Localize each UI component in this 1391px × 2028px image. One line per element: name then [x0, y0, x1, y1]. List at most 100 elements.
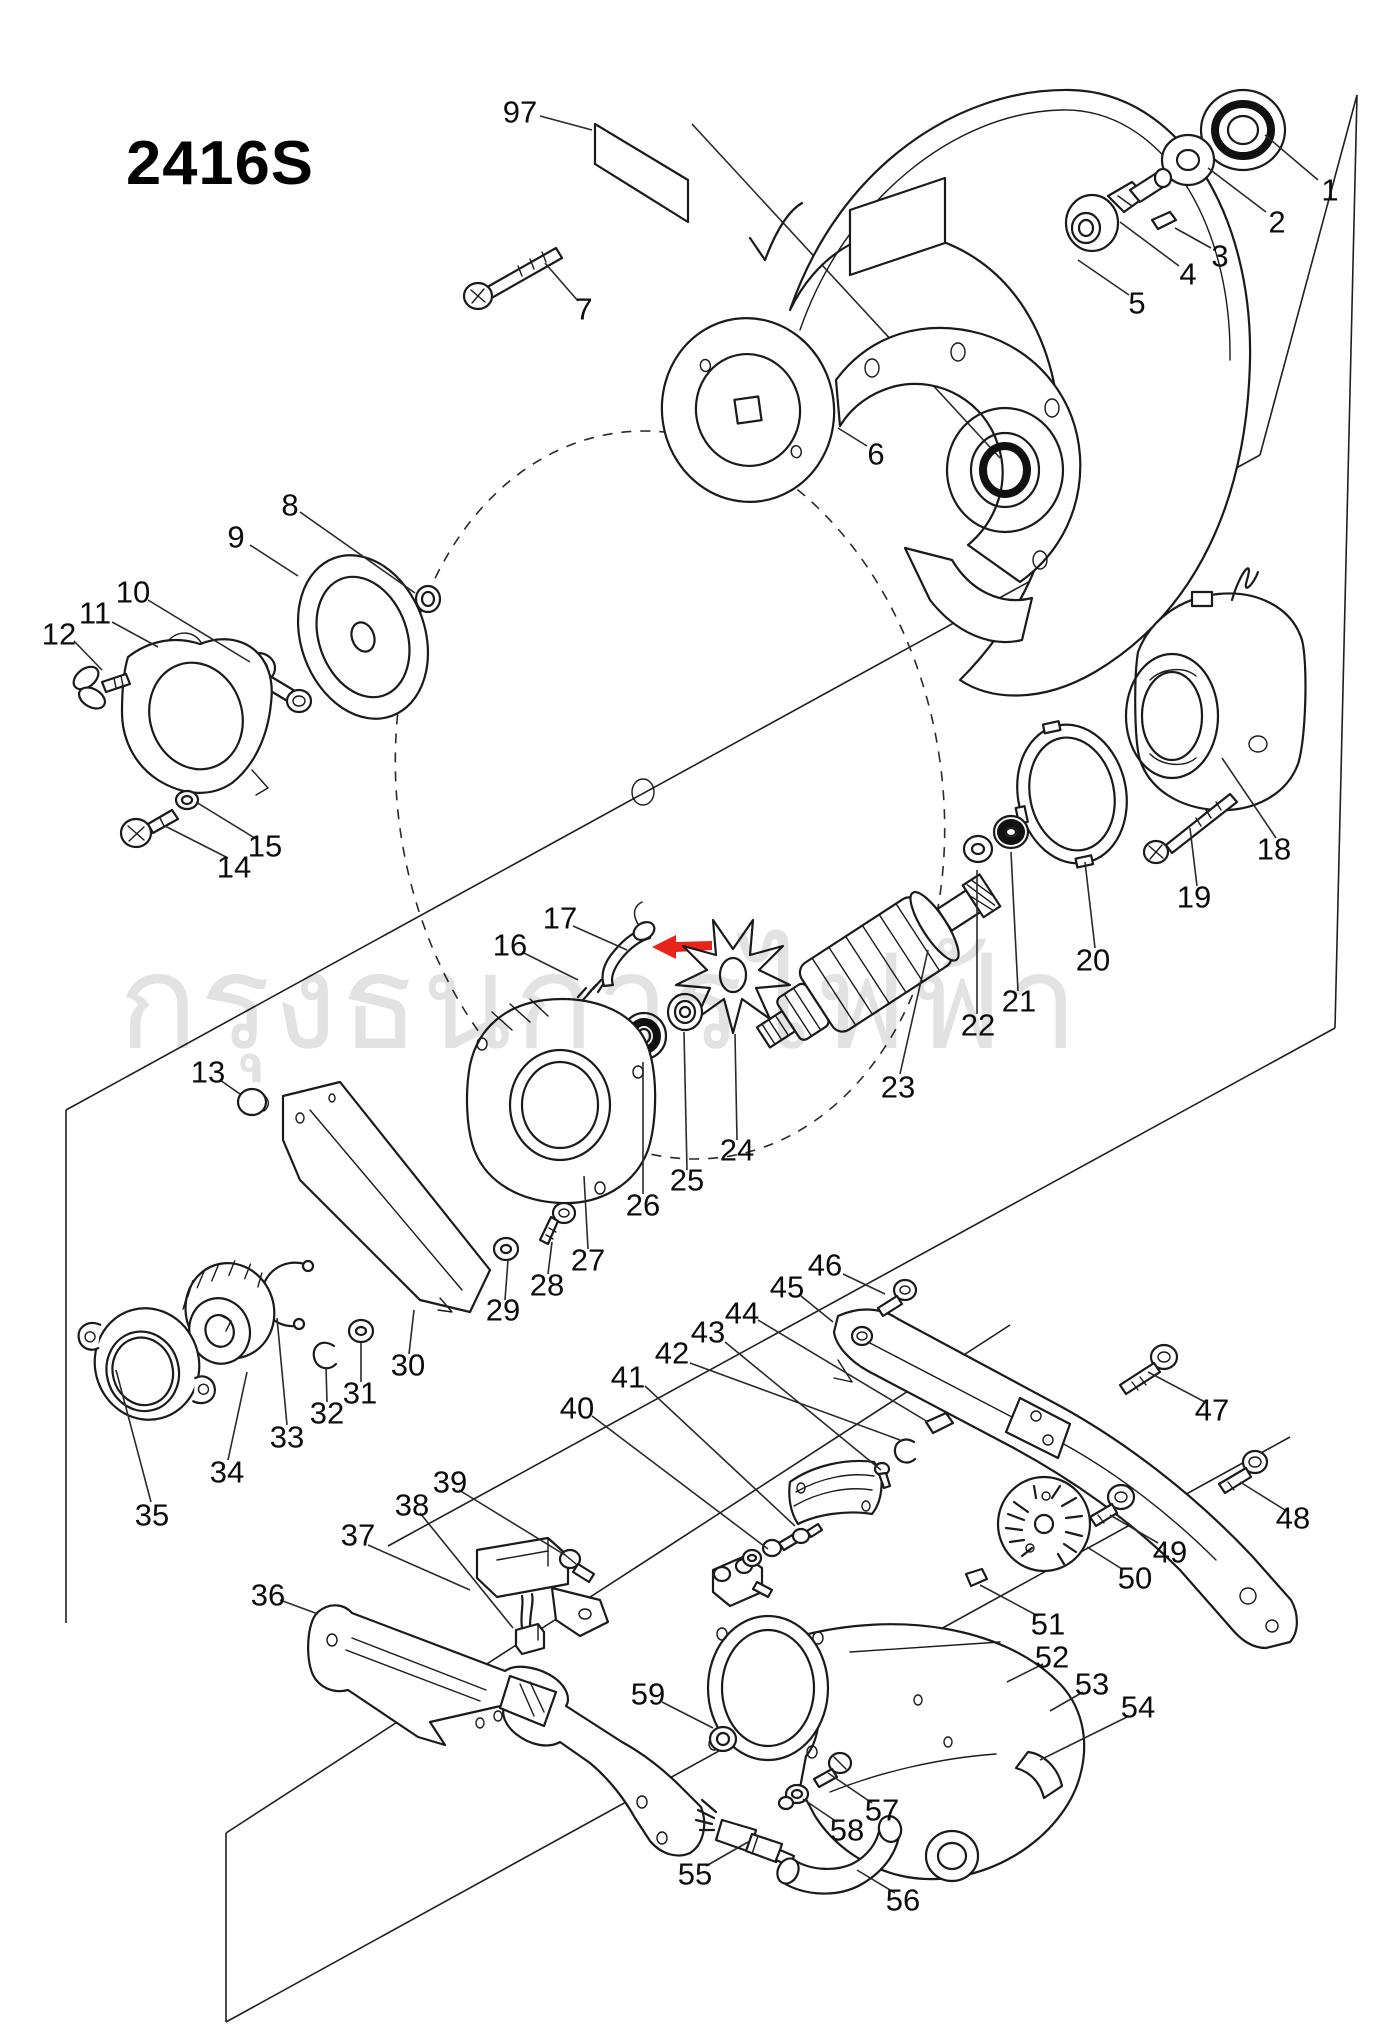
cutoff-wheel-dashed-outline [394, 430, 946, 1160]
part-39-screw [558, 1548, 596, 1584]
part-42-e-ring [893, 1438, 917, 1464]
part-label-1: 1 [1321, 173, 1338, 208]
part-21-bearing [992, 814, 1030, 850]
part-label-54: 54 [1121, 1690, 1155, 1725]
part-label-16: 16 [493, 928, 527, 963]
part-label-43: 43 [691, 1315, 725, 1350]
part-label-30: 30 [391, 1348, 425, 1383]
leader-line-5 [1077, 259, 1130, 296]
part-41-brush-holder-cap [788, 1459, 883, 1526]
model-number-title: 2416S [126, 129, 314, 198]
leader-line-25 [683, 1031, 688, 1171]
part-47-bolt [1118, 1343, 1179, 1396]
leader-line-6 [837, 427, 868, 447]
guard-sticker [848, 176, 947, 277]
leader-line-39 [458, 1489, 566, 1556]
part-27-bearing-box [465, 998, 657, 1205]
leader-line-59 [661, 1701, 714, 1729]
leader-line-54 [1039, 1715, 1130, 1761]
part-label-47: 47 [1195, 1393, 1229, 1428]
part-36-handle [307, 1604, 706, 1857]
part-label-27: 27 [571, 1243, 605, 1278]
part-label-34: 34 [210, 1455, 244, 1490]
part-49-bolt [1088, 1483, 1136, 1528]
leader-line-33 [276, 1317, 288, 1426]
part-label-17: 17 [543, 901, 577, 936]
part-20-baffle-plate [1014, 720, 1128, 869]
part-label-38: 38 [395, 1488, 429, 1523]
part-9-outer-flange [296, 554, 430, 720]
part-label-42: 42 [655, 1336, 689, 1371]
sticker-reference-line [691, 123, 1001, 459]
part-label-45: 45 [770, 1270, 804, 1305]
leader-line-48 [1239, 1481, 1286, 1511]
leader-line-38 [419, 1512, 514, 1629]
part-label-26: 26 [626, 1188, 660, 1223]
part-4-spindle [1064, 167, 1173, 253]
part-label-97: 97 [503, 95, 537, 130]
part-label-48: 48 [1276, 1501, 1310, 1536]
part-51-pin [964, 1567, 989, 1588]
leader-line-14 [164, 825, 229, 859]
part-28-bolt [538, 1201, 577, 1246]
part-6-inner-flange [660, 317, 836, 503]
part-label-52: 52 [1035, 1640, 1069, 1675]
leader-line-58 [802, 1798, 838, 1823]
part-label-10: 10 [116, 575, 150, 610]
leader-line-46 [842, 1273, 886, 1295]
part-label-8: 8 [281, 488, 298, 523]
part-label-40: 40 [560, 1391, 594, 1426]
part-label-35: 35 [135, 1498, 169, 1533]
leader-line-19 [1189, 827, 1198, 887]
part-label-51: 51 [1031, 1607, 1065, 1642]
part-label-7: 7 [575, 292, 592, 327]
part-44-pin [924, 1411, 955, 1435]
part-label-12: 12 [42, 617, 76, 652]
leader-line-18 [1221, 757, 1277, 839]
part-40-terminal-assembly [711, 1522, 824, 1608]
leader-line-13 [219, 1079, 241, 1095]
part-label-33: 33 [270, 1420, 304, 1455]
leader-line-44 [757, 1319, 929, 1423]
part-label-5: 5 [1128, 286, 1145, 321]
leader-line-2 [1207, 167, 1267, 213]
leader-line-41 [644, 1385, 796, 1527]
leader-line-20 [1084, 861, 1096, 949]
part-37-carbon-brush [514, 1592, 546, 1656]
part-3-key [1150, 210, 1178, 231]
part-label-58: 58 [830, 1813, 864, 1848]
part-23-armature [755, 873, 1002, 1049]
leader-line-4 [1119, 221, 1180, 267]
part-label-56: 56 [886, 1883, 920, 1918]
part-label-32: 32 [310, 1396, 344, 1431]
part-label-2: 2 [1268, 205, 1285, 240]
part-label-19: 19 [1177, 880, 1211, 915]
part-label-4: 4 [1179, 257, 1196, 292]
leader-line-97 [539, 115, 593, 131]
part-label-21: 21 [1002, 984, 1036, 1019]
leader-line-1 [1264, 134, 1319, 181]
part-57-screw [812, 1751, 853, 1789]
part-8-washer [414, 584, 442, 614]
leader-line-23 [899, 949, 929, 1075]
part-label-14: 14 [217, 850, 251, 885]
part-label-20: 20 [1076, 943, 1110, 978]
part-38-switch [475, 1536, 610, 1638]
part-label-22: 22 [961, 1008, 995, 1043]
part-7-bolt [462, 246, 564, 311]
part-11-safety-cover [120, 632, 273, 796]
part-48-bolt [1217, 1449, 1269, 1495]
part-34-sleeve [182, 1260, 276, 1365]
part-35-flange-ring [77, 1307, 216, 1421]
part-30-handle-bracket [281, 1080, 492, 1314]
leader-line-53 [1049, 1691, 1084, 1712]
part-50-vent-disc [996, 1475, 1092, 1573]
part-16-spring [576, 978, 606, 1002]
part-19-bolt [1142, 792, 1239, 865]
part-31-washer [347, 1318, 375, 1344]
leader-line-8 [299, 511, 416, 594]
leader-line-30 [408, 1309, 415, 1355]
leader-line-56 [856, 1869, 896, 1894]
part-54-motor-housing [706, 1614, 1086, 1883]
leader-line-42 [689, 1362, 901, 1441]
